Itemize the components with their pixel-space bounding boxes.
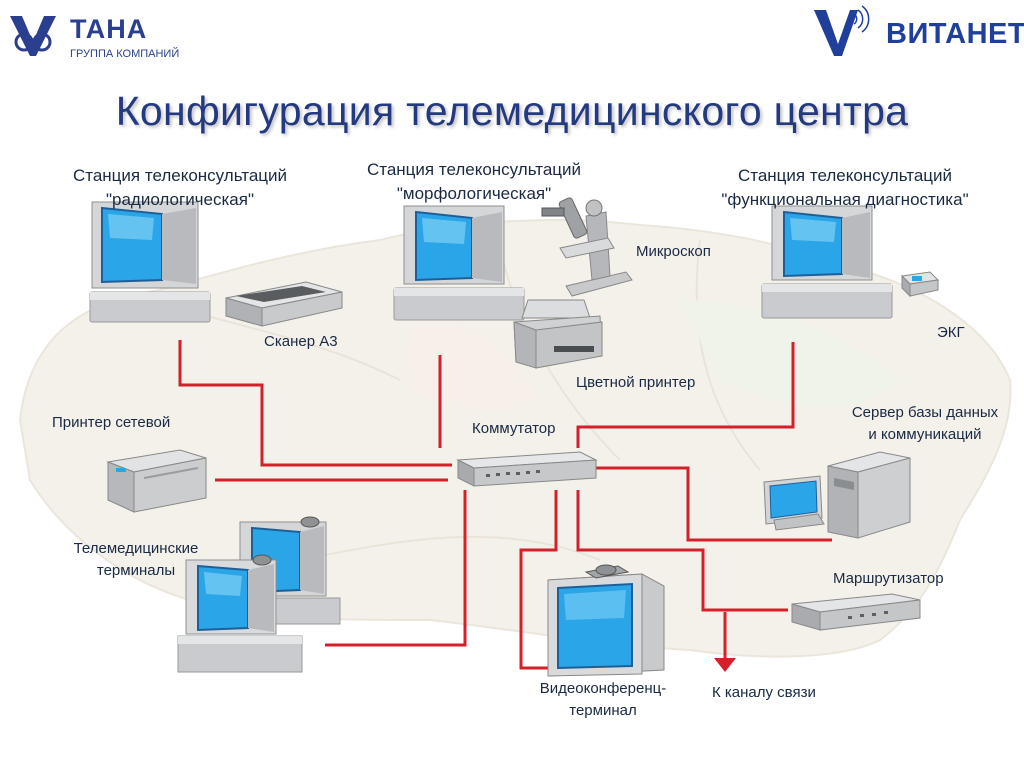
label-station-morph: Станция телеконсультаций "морфологическа…	[344, 158, 604, 206]
db-server-icon	[763, 451, 911, 539]
label-station-morph-line2: "морфологическая"	[396, 184, 552, 203]
label-station-morph-line1: Станция телеконсультаций	[366, 160, 582, 179]
morph-station-computer-icon	[393, 205, 525, 321]
tana-logo-name: ТАНА	[70, 14, 148, 44]
line-router	[576, 490, 788, 612]
line-func-station	[576, 342, 795, 448]
vitanet-logo-name: ВИТАНЕТ	[886, 18, 1024, 50]
label-video-terminal-line1: Видеоконференц-	[539, 680, 667, 697]
label-db-server-line2: и коммуникаций	[868, 426, 982, 443]
line-db-server	[596, 466, 832, 542]
label-station-radio-line2: "радиологическая"	[105, 190, 255, 209]
label-terminals: Телемедицинские терминалы	[46, 538, 226, 582]
color-printer-icon	[513, 299, 603, 369]
label-video-terminal: Видеоконференц- терминал	[518, 678, 688, 722]
label-channel: К каналу связи	[712, 684, 816, 701]
label-station-func-line1: Станция телеконсультаций	[737, 166, 953, 185]
label-station-func-line2: "функциональная диагностика"	[721, 190, 969, 209]
line-video-terminal	[519, 490, 558, 670]
channel-arrow-icon	[714, 658, 736, 672]
ecg-device-icon	[900, 271, 940, 298]
line-radio-station	[178, 340, 452, 467]
label-microscope: Микроскоп	[636, 243, 711, 260]
network-printer-icon	[106, 449, 207, 513]
label-ecg: ЭКГ	[937, 324, 965, 341]
scanner-icon	[225, 281, 343, 327]
label-db-server: Сервер базы данных и коммуникаций	[830, 402, 1020, 446]
label-router: Маршрутизатор	[833, 570, 944, 587]
label-switch: Коммутатор	[472, 420, 556, 437]
label-station-radio: Станция телеконсультаций "радиологическа…	[50, 164, 310, 212]
label-scanner: Сканер А3	[264, 333, 338, 350]
telemedicine-terminals-icon	[177, 516, 341, 673]
tana-logo-subtitle: ГРУППА КОМПАНИЙ	[70, 48, 180, 60]
router-icon	[791, 593, 921, 631]
label-db-server-line1: Сервер базы данных	[851, 404, 999, 421]
label-terminals-line1: Телемедицинские	[73, 540, 199, 557]
label-terminals-line2: терминалы	[96, 562, 176, 579]
tana-logo: ТАНА ГРУППА КОМПАНИЙ	[8, 12, 208, 60]
video-terminal-icon	[547, 564, 665, 677]
label-color-printer: Цветной принтер	[576, 374, 696, 391]
label-station-radio-line1: Станция телеконсультаций	[72, 166, 288, 185]
label-station-func: Станция телеконсультаций "функциональная…	[690, 164, 1000, 212]
line-terminals	[325, 490, 467, 647]
tana-logo-icon	[10, 16, 56, 56]
page-title: Конфигурация телемедицинского центра	[115, 88, 909, 134]
radio-station-computer-icon	[89, 201, 211, 323]
network-switch-icon	[456, 451, 598, 487]
func-station-computer-icon	[761, 205, 893, 319]
vitanet-logo-icon	[814, 5, 870, 56]
microscope-icon	[541, 197, 633, 297]
vitanet-logo: ВИТАНЕТ	[808, 0, 1024, 60]
label-network-printer: Принтер сетевой	[52, 414, 171, 431]
label-video-terminal-line2: терминал	[569, 702, 637, 719]
